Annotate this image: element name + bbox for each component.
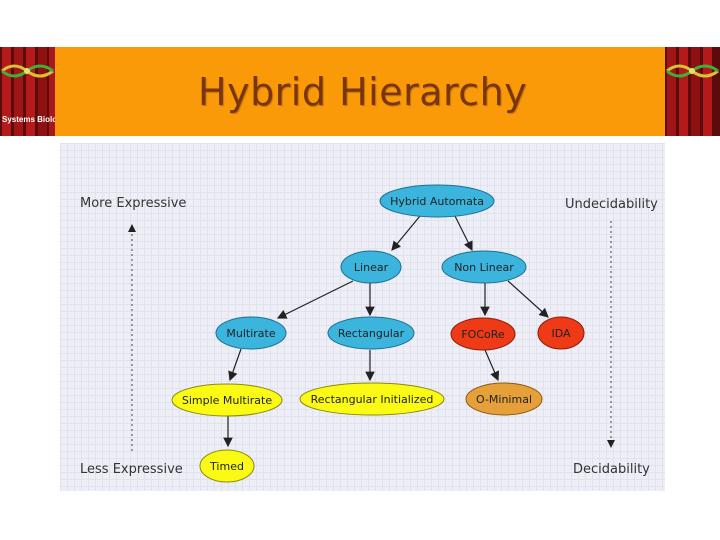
edge-multirate-simple	[228, 348, 242, 382]
node-label: Non Linear	[454, 261, 514, 274]
slide-title: Hybrid Hierarchy	[198, 70, 528, 114]
more-expressive-label: More Expressive	[80, 196, 186, 211]
node-rectangular-initialized: Rectangular Initialized	[299, 382, 445, 416]
edge-focore-ominimal	[484, 349, 500, 382]
edge-nonlinear-ida	[507, 280, 549, 318]
undecidability-label: Undecidability	[565, 197, 658, 212]
systems-biology-logo: Systems Biology	[0, 47, 55, 136]
node-label: Rectangular	[338, 327, 405, 340]
node-timed: Timed	[199, 449, 255, 483]
edge-hybrid-linear	[391, 215, 421, 251]
node-label: Simple Multirate	[182, 394, 273, 407]
node-simple-multirate: Simple Multirate	[171, 383, 283, 417]
node-rectangular: Rectangular	[327, 316, 415, 350]
node-label: IDA	[551, 327, 571, 340]
node-linear: Linear	[340, 250, 402, 284]
node-label: Rectangular Initialized	[311, 393, 434, 406]
diagram-panel: More Expressive Less Expressive Undecida…	[60, 143, 665, 491]
node-label: Multirate	[226, 327, 275, 340]
node-o-minimal: O-Minimal	[465, 382, 543, 416]
node-label: O-Minimal	[476, 393, 532, 406]
node-label: Hybrid Automata	[390, 195, 484, 208]
node-focore: FOCoRe	[450, 317, 516, 351]
node-hybrid-automata: Hybrid Automata	[379, 184, 495, 218]
node-label: FOCoRe	[461, 328, 505, 341]
logo-caption: Systems Biology	[2, 115, 55, 124]
hierarchy-diagram: More Expressive Less Expressive Undecida…	[80, 184, 658, 483]
node-label: Linear	[354, 261, 389, 274]
edge-linear-multirate	[276, 280, 354, 319]
title-bar	[55, 47, 665, 136]
node-non-linear: Non Linear	[441, 250, 527, 284]
node-multirate: Multirate	[215, 316, 287, 350]
decidability-label: Decidability	[573, 462, 650, 477]
edge-hybrid-nonlinear	[454, 215, 473, 252]
decorative-logo	[665, 47, 720, 136]
node-label: Timed	[209, 460, 244, 473]
node-ida: IDA	[537, 316, 585, 350]
less-expressive-label: Less Expressive	[80, 462, 183, 477]
